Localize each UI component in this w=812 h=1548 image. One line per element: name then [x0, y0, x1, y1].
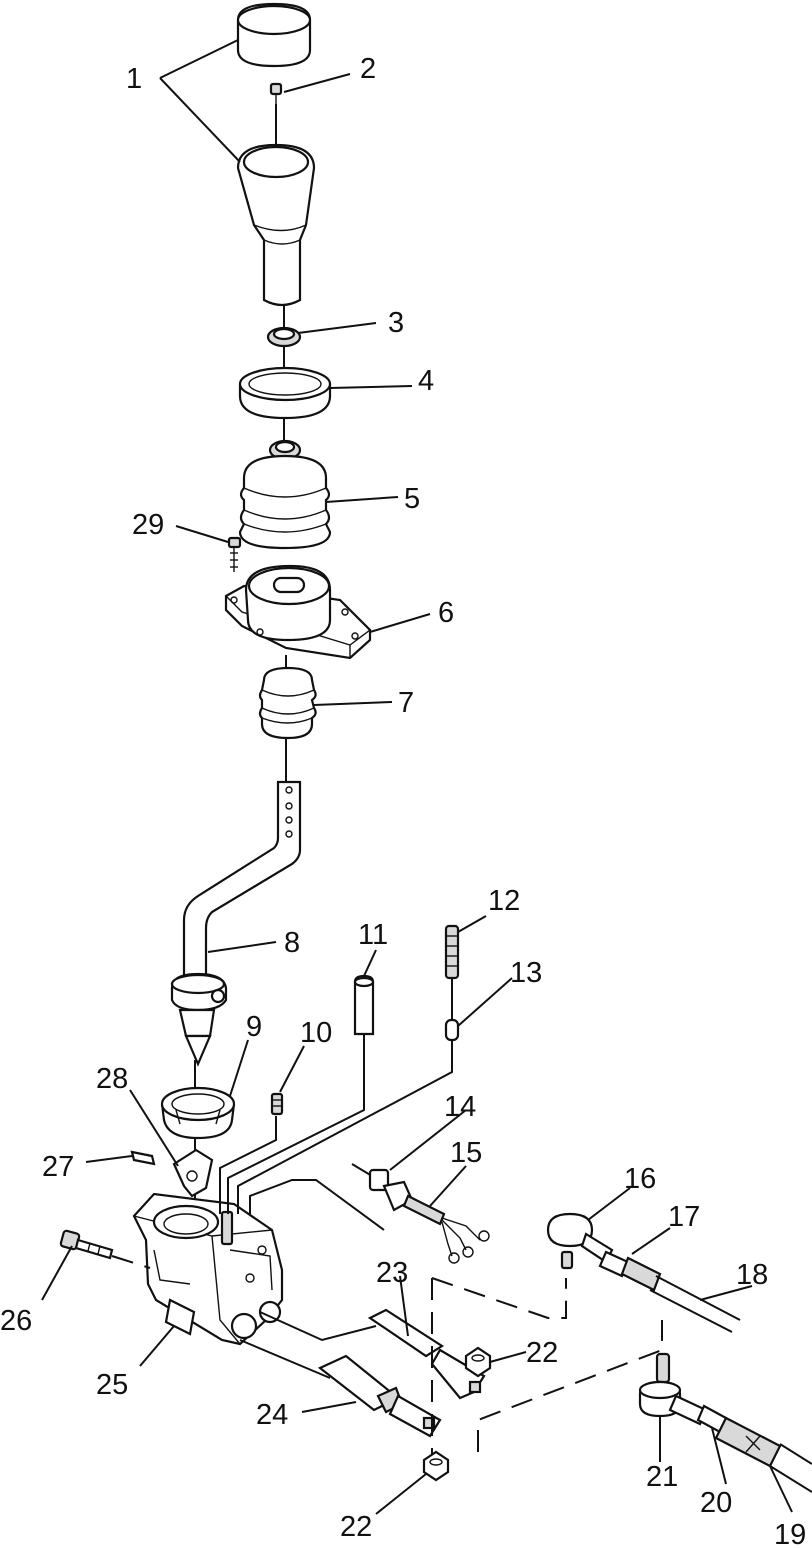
part-29-screw — [227, 536, 242, 572]
callout-5: 5 — [404, 483, 420, 515]
callout-23: 23 — [376, 1257, 408, 1289]
callout-1: 1 — [126, 63, 142, 95]
part-17-18-cable — [598, 1250, 741, 1333]
callout-3: 3 — [388, 307, 404, 339]
part-13-detent-ball — [444, 1018, 460, 1042]
callout-15: 15 — [450, 1137, 482, 1169]
part-washer-upper-boot — [268, 439, 302, 461]
part-15-switch-harness — [382, 1180, 490, 1264]
part-26-bolt — [59, 1229, 114, 1260]
callout-10: 10 — [300, 1017, 332, 1049]
callout-labels: 1 2 3 4 5 29 6 7 12 11 8 13 9 10 28 14 1… — [0, 53, 806, 1548]
part-25-housing — [132, 1192, 284, 1346]
callout-25: 25 — [96, 1369, 128, 1401]
part-24-linkage — [239, 1339, 442, 1438]
callout-9: 9 — [246, 1011, 262, 1043]
callout-29: 29 — [132, 509, 164, 541]
part-4-ring — [238, 366, 332, 420]
callout-28: 28 — [96, 1063, 128, 1095]
part-1-knob-cap — [236, 2, 312, 68]
part-6-cover-plate — [224, 564, 372, 660]
callout-18: 18 — [736, 1259, 768, 1291]
callout-21: 21 — [646, 1461, 678, 1493]
callout-13: 13 — [510, 957, 542, 989]
part-28-selector — [172, 1148, 214, 1198]
alignment-dashes — [431, 1277, 663, 1460]
part-5-boot — [238, 454, 332, 550]
part-10-spring — [270, 1092, 284, 1116]
callout-27: 27 — [42, 1151, 74, 1183]
part-12-spring — [444, 924, 460, 1020]
callout-24: 24 — [256, 1399, 288, 1431]
callout-14: 14 — [444, 1091, 476, 1123]
callout-4: 4 — [418, 365, 434, 397]
part-2-screw — [269, 82, 283, 104]
callout-16: 16 — [624, 1163, 656, 1195]
part-23-linkage — [259, 1308, 486, 1400]
callout-8: 8 — [284, 927, 300, 959]
callout-12: 12 — [488, 885, 520, 917]
callout-22-lower: 22 — [340, 1511, 372, 1543]
part-7-small-boot — [258, 666, 317, 740]
callout-7: 7 — [398, 687, 414, 719]
callout-6: 6 — [438, 597, 454, 629]
leader-lines — [41, 39, 793, 1515]
callout-17: 17 — [668, 1201, 700, 1233]
part-8-shift-lever — [170, 780, 302, 1067]
part-11-pin — [353, 974, 375, 1036]
part-21-20-19-cable-end — [638, 1352, 812, 1493]
callout-2: 2 — [360, 53, 376, 85]
part-14-switch — [351, 1163, 390, 1192]
part-3-washer — [266, 326, 302, 348]
callout-19: 19 — [774, 1519, 806, 1548]
callout-11: 11 — [358, 919, 388, 951]
wire-routing — [219, 1034, 453, 1231]
part-9-cup — [160, 1086, 236, 1140]
part-27-pin — [130, 1150, 156, 1166]
callout-26: 26 — [0, 1305, 32, 1337]
part-22-nut-lower — [422, 1450, 450, 1482]
part-1-shift-handle — [236, 143, 316, 307]
bolt-axis — [111, 1255, 151, 1269]
callout-20: 20 — [700, 1487, 732, 1519]
callout-22-upper: 22 — [526, 1337, 558, 1369]
part-22-nut-upper — [464, 1346, 492, 1378]
